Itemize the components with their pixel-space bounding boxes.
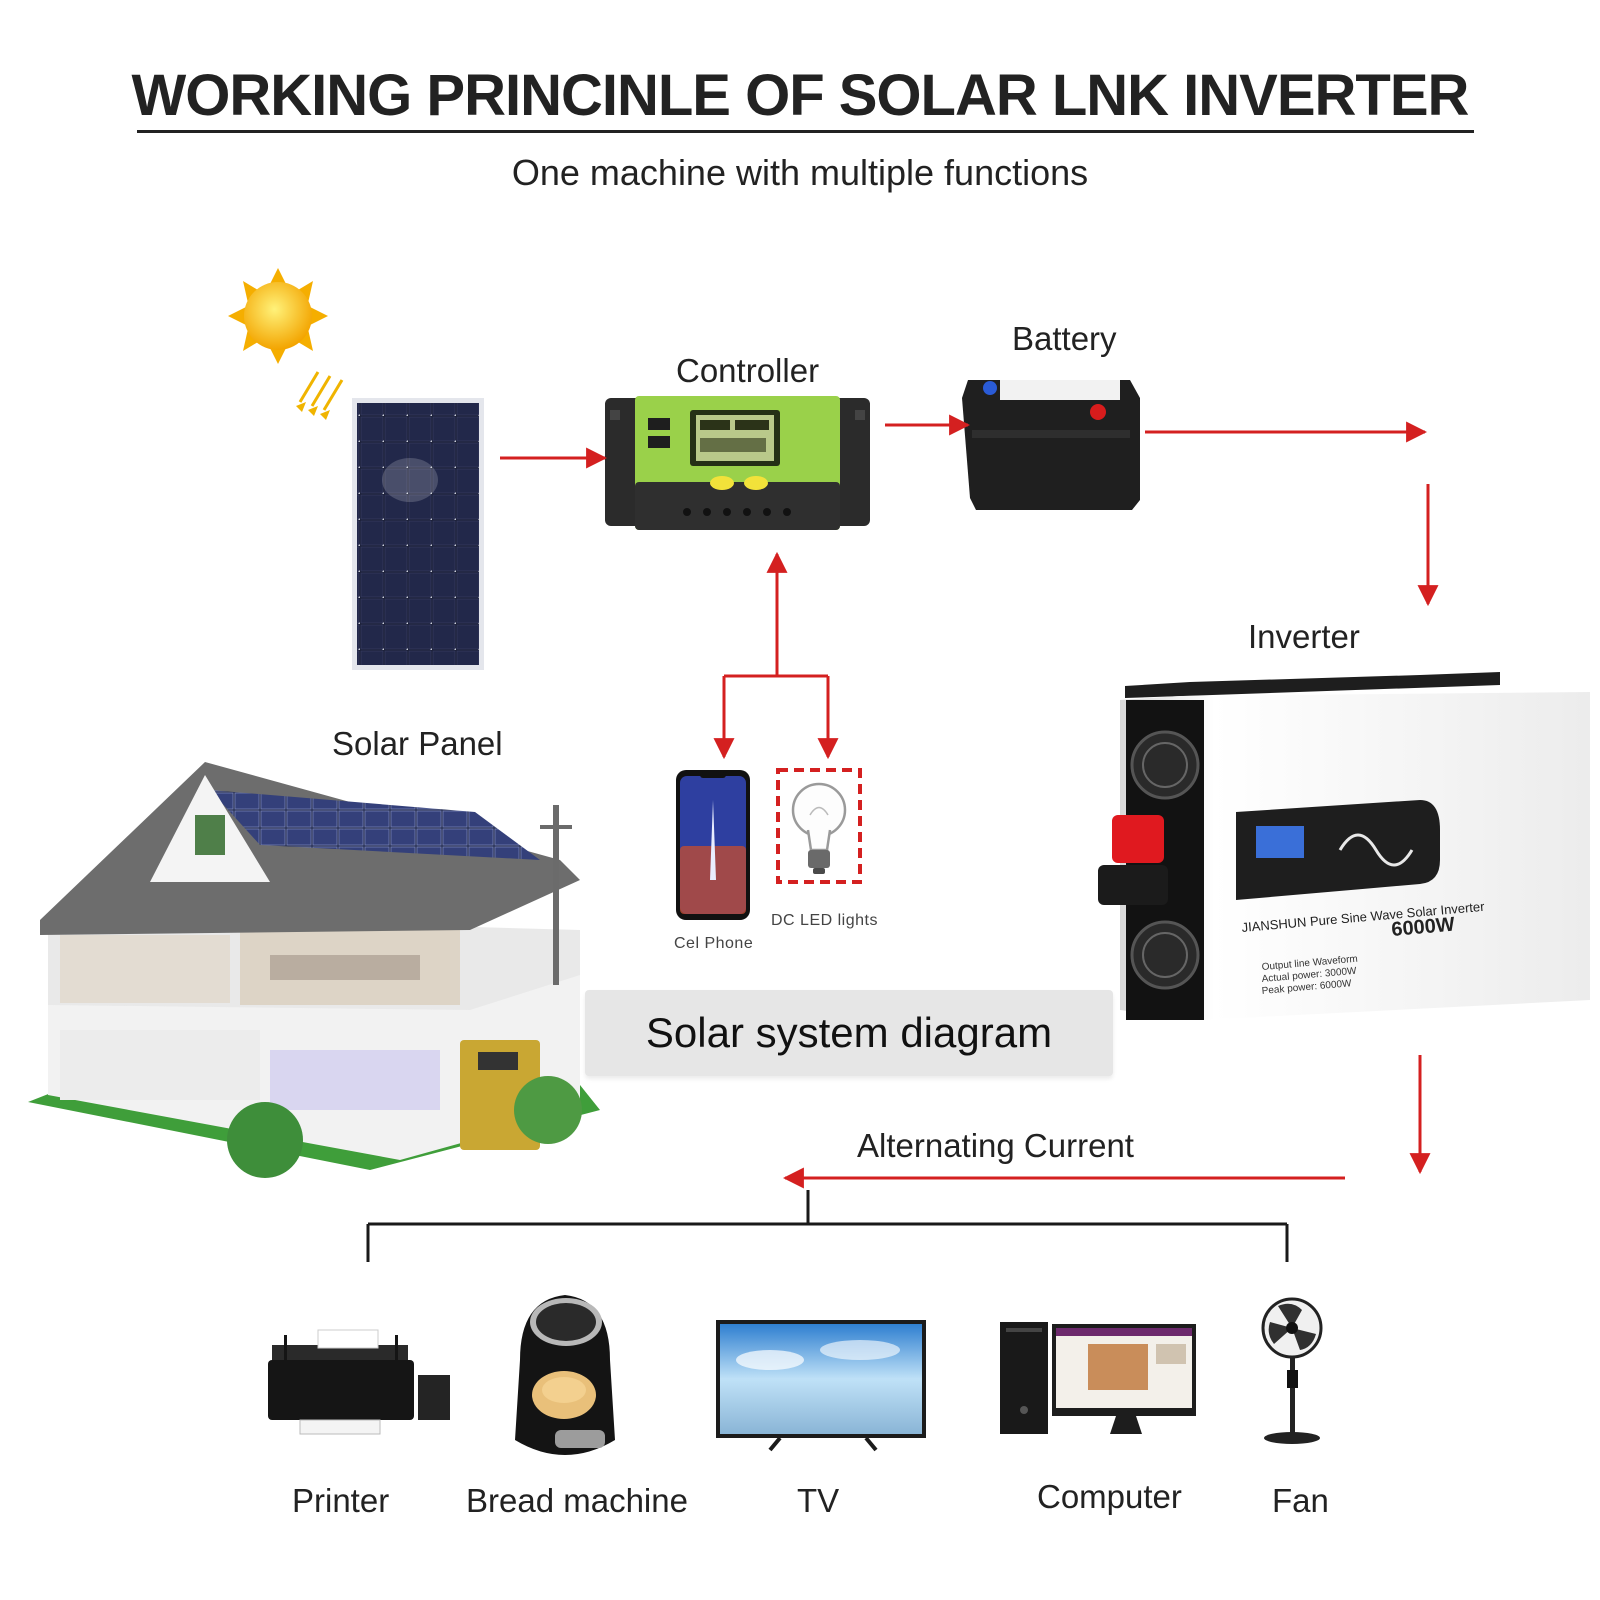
bread-machine-icon <box>515 1295 615 1455</box>
controller-icon <box>605 396 870 530</box>
printer-icon <box>268 1329 450 1435</box>
page-subtitle: One machine with multiple functions <box>511 152 1089 193</box>
battery-icon <box>962 380 1140 510</box>
label-controller: Controller <box>676 352 820 389</box>
label-dc-led-lights: DC LED lights <box>771 912 878 929</box>
label-computer: Computer <box>1037 1478 1182 1515</box>
label-alternating-current: Alternating Current <box>857 1127 1134 1164</box>
sun-icon <box>228 268 344 420</box>
label-tv: TV <box>797 1482 840 1519</box>
distribution-bracket <box>366 1190 1289 1262</box>
label-inverter: Inverter <box>1248 618 1360 655</box>
solar-panel-icon <box>352 398 484 670</box>
label-cell-phone: Cel Phone <box>674 935 754 952</box>
dc-led-bulb-icon <box>776 768 862 884</box>
inverter-icon <box>1098 672 1590 1020</box>
house-icon <box>28 762 600 1178</box>
cell-phone-icon <box>676 770 750 920</box>
page-title: WORKING PRINCINLE OF SOLAR LNK INVERTER <box>131 63 1470 128</box>
tv-icon <box>716 1320 926 1452</box>
label-fan: Fan <box>1272 1482 1329 1519</box>
computer-icon <box>1000 1322 1196 1434</box>
fan-icon <box>1261 1297 1323 1444</box>
label-battery: Battery <box>1012 320 1117 357</box>
solar-system-banner: Solar system diagram <box>585 990 1113 1076</box>
label-bread-machine: Bread machine <box>466 1482 688 1519</box>
label-printer: Printer <box>292 1482 390 1519</box>
title-underline <box>137 130 1474 133</box>
flow-arrows <box>500 414 1439 1189</box>
label-solar-panel: Solar Panel <box>332 725 503 762</box>
